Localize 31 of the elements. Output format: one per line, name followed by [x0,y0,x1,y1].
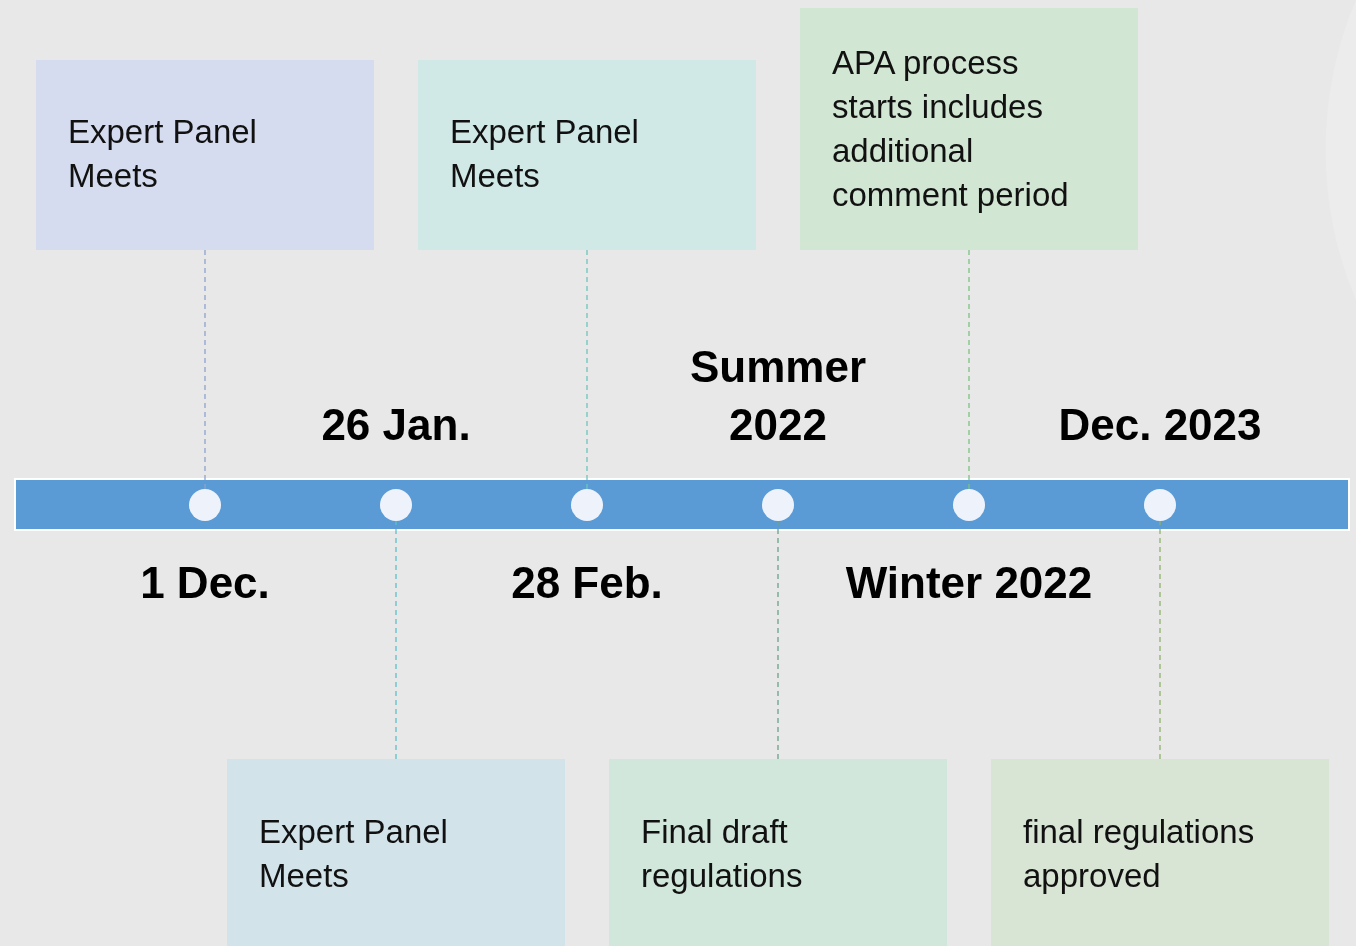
connector-line [968,249,970,490]
connector-line [777,520,779,760]
date-label: 28 Feb. [510,557,664,609]
timeline-dot [571,488,603,521]
timeline-dot [189,488,221,521]
date-label: 1 Dec. [139,557,271,609]
date-label: Dec. 2023 [1057,399,1263,451]
event-text: Expert Panel Meets [68,112,258,196]
date-label: Winter 2022 [844,557,1094,609]
event-box [418,60,756,250]
date-label: Summer 2022 [688,341,868,451]
timeline-bar [14,478,1350,531]
timeline-dot [762,488,794,521]
timeline-dot [1144,488,1176,521]
event-box [227,759,565,946]
timeline-dot [953,488,985,521]
timeline-dot [380,488,412,521]
event-text: Final draft regulations [641,812,804,896]
event-box [609,759,947,946]
date-label: 26 Jan. [320,399,472,451]
connector-line [204,249,206,490]
event-text: final regulations approved [1023,812,1256,896]
event-text: Expert Panel Meets [259,812,449,896]
event-box [800,8,1138,250]
event-box [991,759,1329,946]
connector-line [395,520,397,760]
connector-line [586,249,588,490]
connector-line [1159,520,1161,760]
event-text: APA process starts includes additional comment period [832,43,1070,215]
event-text: Expert Panel Meets [450,112,640,196]
event-box [36,60,374,250]
